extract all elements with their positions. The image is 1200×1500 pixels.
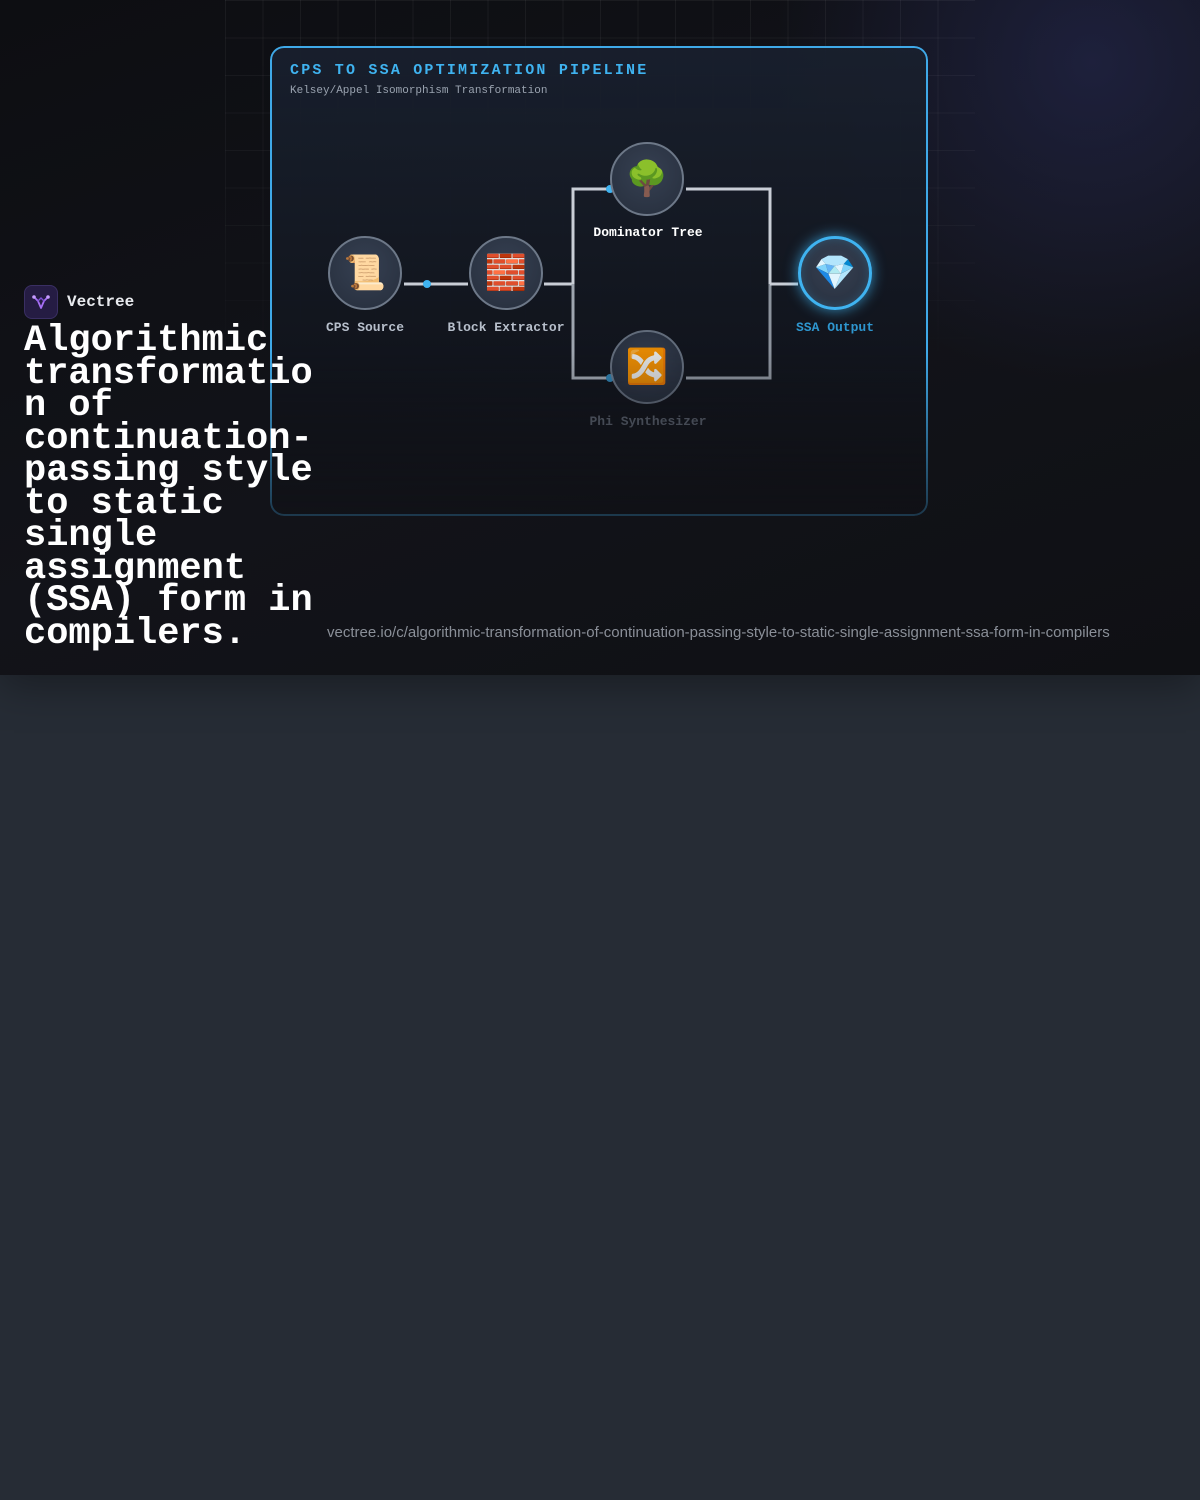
- edge-dominator-tree-to-ssa-output: [686, 187, 772, 284]
- edge-phi-synthesizer-to-ssa-output: [686, 284, 772, 380]
- brand-name: Vectree: [67, 293, 135, 311]
- node-cps-source[interactable]: 📜: [328, 236, 402, 310]
- node-label-ssa-output: SSA Output: [795, 320, 874, 335]
- diagram-subtitle: Kelsey/Appel Isomorphism Transformation: [290, 85, 548, 97]
- hero-banner: CPS TO SSA OPTIMIZATION PIPELINE Kelsey/…: [0, 0, 1200, 675]
- node-dominator-tree[interactable]: 🌳: [610, 142, 684, 216]
- flow-dot: [423, 280, 431, 288]
- pipeline-card: CPS TO SSA OPTIMIZATION PIPELINE Kelsey/…: [270, 46, 928, 516]
- node-label-dominator-tree: Dominator Tree: [593, 225, 703, 240]
- brand[interactable]: Vectree: [24, 285, 134, 319]
- page-url[interactable]: vectree.io/c/algorithmic-transformation-…: [327, 624, 1110, 641]
- node-label-block-extractor: Block Extractor: [447, 320, 565, 335]
- scroll-icon: 📜: [343, 253, 387, 293]
- edge-block-extractor-to-dominator-tree: [571, 187, 610, 284]
- node-block-extractor[interactable]: 🧱: [469, 236, 543, 310]
- page-title: Algorithmic transformation of continuati…: [24, 320, 313, 655]
- diagram-title: CPS TO SSA OPTIMIZATION PIPELINE: [290, 62, 649, 79]
- node-phi-synthesizer[interactable]: 🔀: [610, 330, 684, 404]
- node-label-phi-synthesizer: Phi Synthesizer: [589, 414, 707, 429]
- node-ssa-output[interactable]: 💎: [798, 236, 872, 310]
- shuffle-icon: 🔀: [625, 347, 669, 387]
- vectree-logo-icon: [24, 285, 58, 319]
- pipeline-connections: [404, 185, 798, 382]
- bricks-icon: 🧱: [484, 253, 528, 293]
- edge-block-extractor-to-phi-synthesizer: [571, 284, 610, 380]
- node-label-cps-source: CPS Source: [325, 320, 404, 335]
- gem-icon: 💎: [813, 253, 857, 293]
- tree-icon: 🌳: [625, 159, 669, 199]
